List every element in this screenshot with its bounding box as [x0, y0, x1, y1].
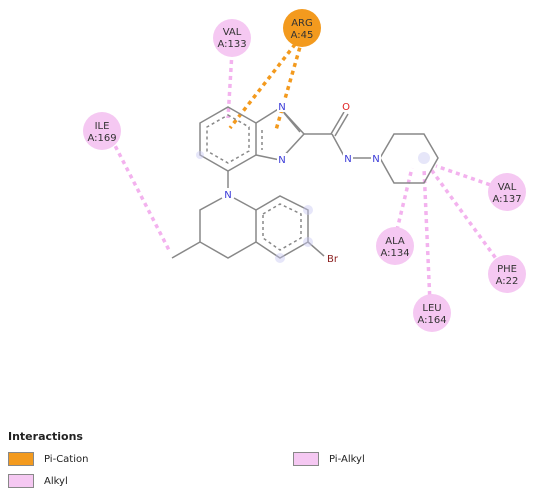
- legend-swatch: [8, 474, 34, 488]
- atom-label-n: N: [344, 154, 351, 165]
- residue-id: A:137: [492, 194, 521, 205]
- bond: [233, 197, 257, 211]
- residue-name: VAL: [223, 27, 242, 38]
- atom-label-n: N: [224, 190, 231, 201]
- aromatic-inner-ring: [206, 114, 250, 164]
- atom-label-o: O: [342, 102, 350, 113]
- residue-name: LEU: [422, 303, 441, 314]
- legend-item-pi-cation: Pi-Cation: [8, 452, 88, 466]
- residue-val137[interactable]: VAL A:137: [488, 173, 526, 211]
- imidazole-ring: [255, 107, 306, 161]
- residue-id: A:164: [417, 315, 446, 326]
- atom-label-n: N: [372, 154, 379, 165]
- legend-title: Interactions: [8, 430, 83, 443]
- residue-name: ALA: [385, 236, 405, 247]
- residue-disc: [83, 112, 121, 150]
- residue-name: VAL: [498, 182, 517, 193]
- atom-label-n: N: [278, 155, 285, 166]
- legend: Interactions Pi-Cation Alkyl Pi-Alkyl: [8, 430, 528, 494]
- residue-disc: [413, 294, 451, 332]
- legend-swatch: [8, 452, 34, 466]
- residue-disc: [488, 173, 526, 211]
- legend-label: Pi-Cation: [44, 453, 89, 465]
- alkyl-line: [428, 166, 502, 266]
- residue-ile169[interactable]: ILE A:169: [83, 112, 121, 150]
- saturated-ring: [199, 197, 257, 259]
- carbonyl-bond: [330, 111, 345, 135]
- interaction-diagram: N N O N N N Br VAL A:133 ARG A:45 ILE A:…: [83, 9, 526, 332]
- residue-phe22[interactable]: PHE A:22: [488, 255, 526, 293]
- residue-id: A:45: [291, 30, 314, 41]
- legend-item-alkyl: Alkyl: [8, 474, 68, 488]
- highlight: [196, 151, 204, 159]
- bromine-bond: [307, 241, 325, 257]
- residue-disc: [488, 255, 526, 293]
- residue-id: A:22: [496, 276, 519, 287]
- alkyl-line: [226, 51, 234, 119]
- atom-labels: N N O N N N Br: [223, 100, 381, 265]
- bond: [331, 133, 345, 157]
- piperidine-ring: [379, 133, 439, 184]
- residue-val133[interactable]: VAL A:133: [213, 19, 251, 57]
- residue-name: ILE: [95, 121, 110, 132]
- surface-highlights: [196, 151, 430, 263]
- residue-id: A:169: [87, 133, 116, 144]
- highlight: [303, 237, 313, 247]
- residue-id: A:133: [217, 39, 246, 50]
- highlight: [275, 253, 285, 263]
- quinoline-inner-ring: [262, 203, 302, 251]
- carbonyl-bond: [334, 113, 349, 137]
- methyl-bond: [171, 241, 201, 259]
- alkyl-line: [422, 167, 432, 304]
- alkyl-line: [106, 131, 172, 253]
- atom-label-br: Br: [327, 254, 339, 265]
- highlight: [303, 205, 313, 215]
- residue-name: PHE: [497, 264, 517, 275]
- residue-disc: [376, 227, 414, 265]
- quinoline-aromatic-ring: [255, 195, 309, 259]
- highlight: [418, 152, 430, 164]
- residue-leu164[interactable]: LEU A:164: [413, 294, 451, 332]
- residue-ala134[interactable]: ALA A:134: [376, 227, 414, 265]
- residue-arg45[interactable]: ARG A:45: [283, 9, 321, 47]
- legend-label: Alkyl: [44, 475, 68, 487]
- residue-id: A:134: [380, 248, 409, 259]
- residue-name: ARG: [291, 18, 313, 29]
- residue-disc: [283, 9, 321, 47]
- interaction-lines: [106, 36, 506, 304]
- legend-item-pi-alkyl: Pi-Alkyl: [293, 452, 365, 466]
- residue-disc: [213, 19, 251, 57]
- ligand-structure: [171, 106, 439, 259]
- legend-swatch: [293, 452, 319, 466]
- imidazole-double-bond: [283, 112, 301, 133]
- atom-label-n: N: [278, 102, 285, 113]
- pi-cation-line: [228, 36, 302, 130]
- legend-label: Pi-Alkyl: [329, 453, 365, 465]
